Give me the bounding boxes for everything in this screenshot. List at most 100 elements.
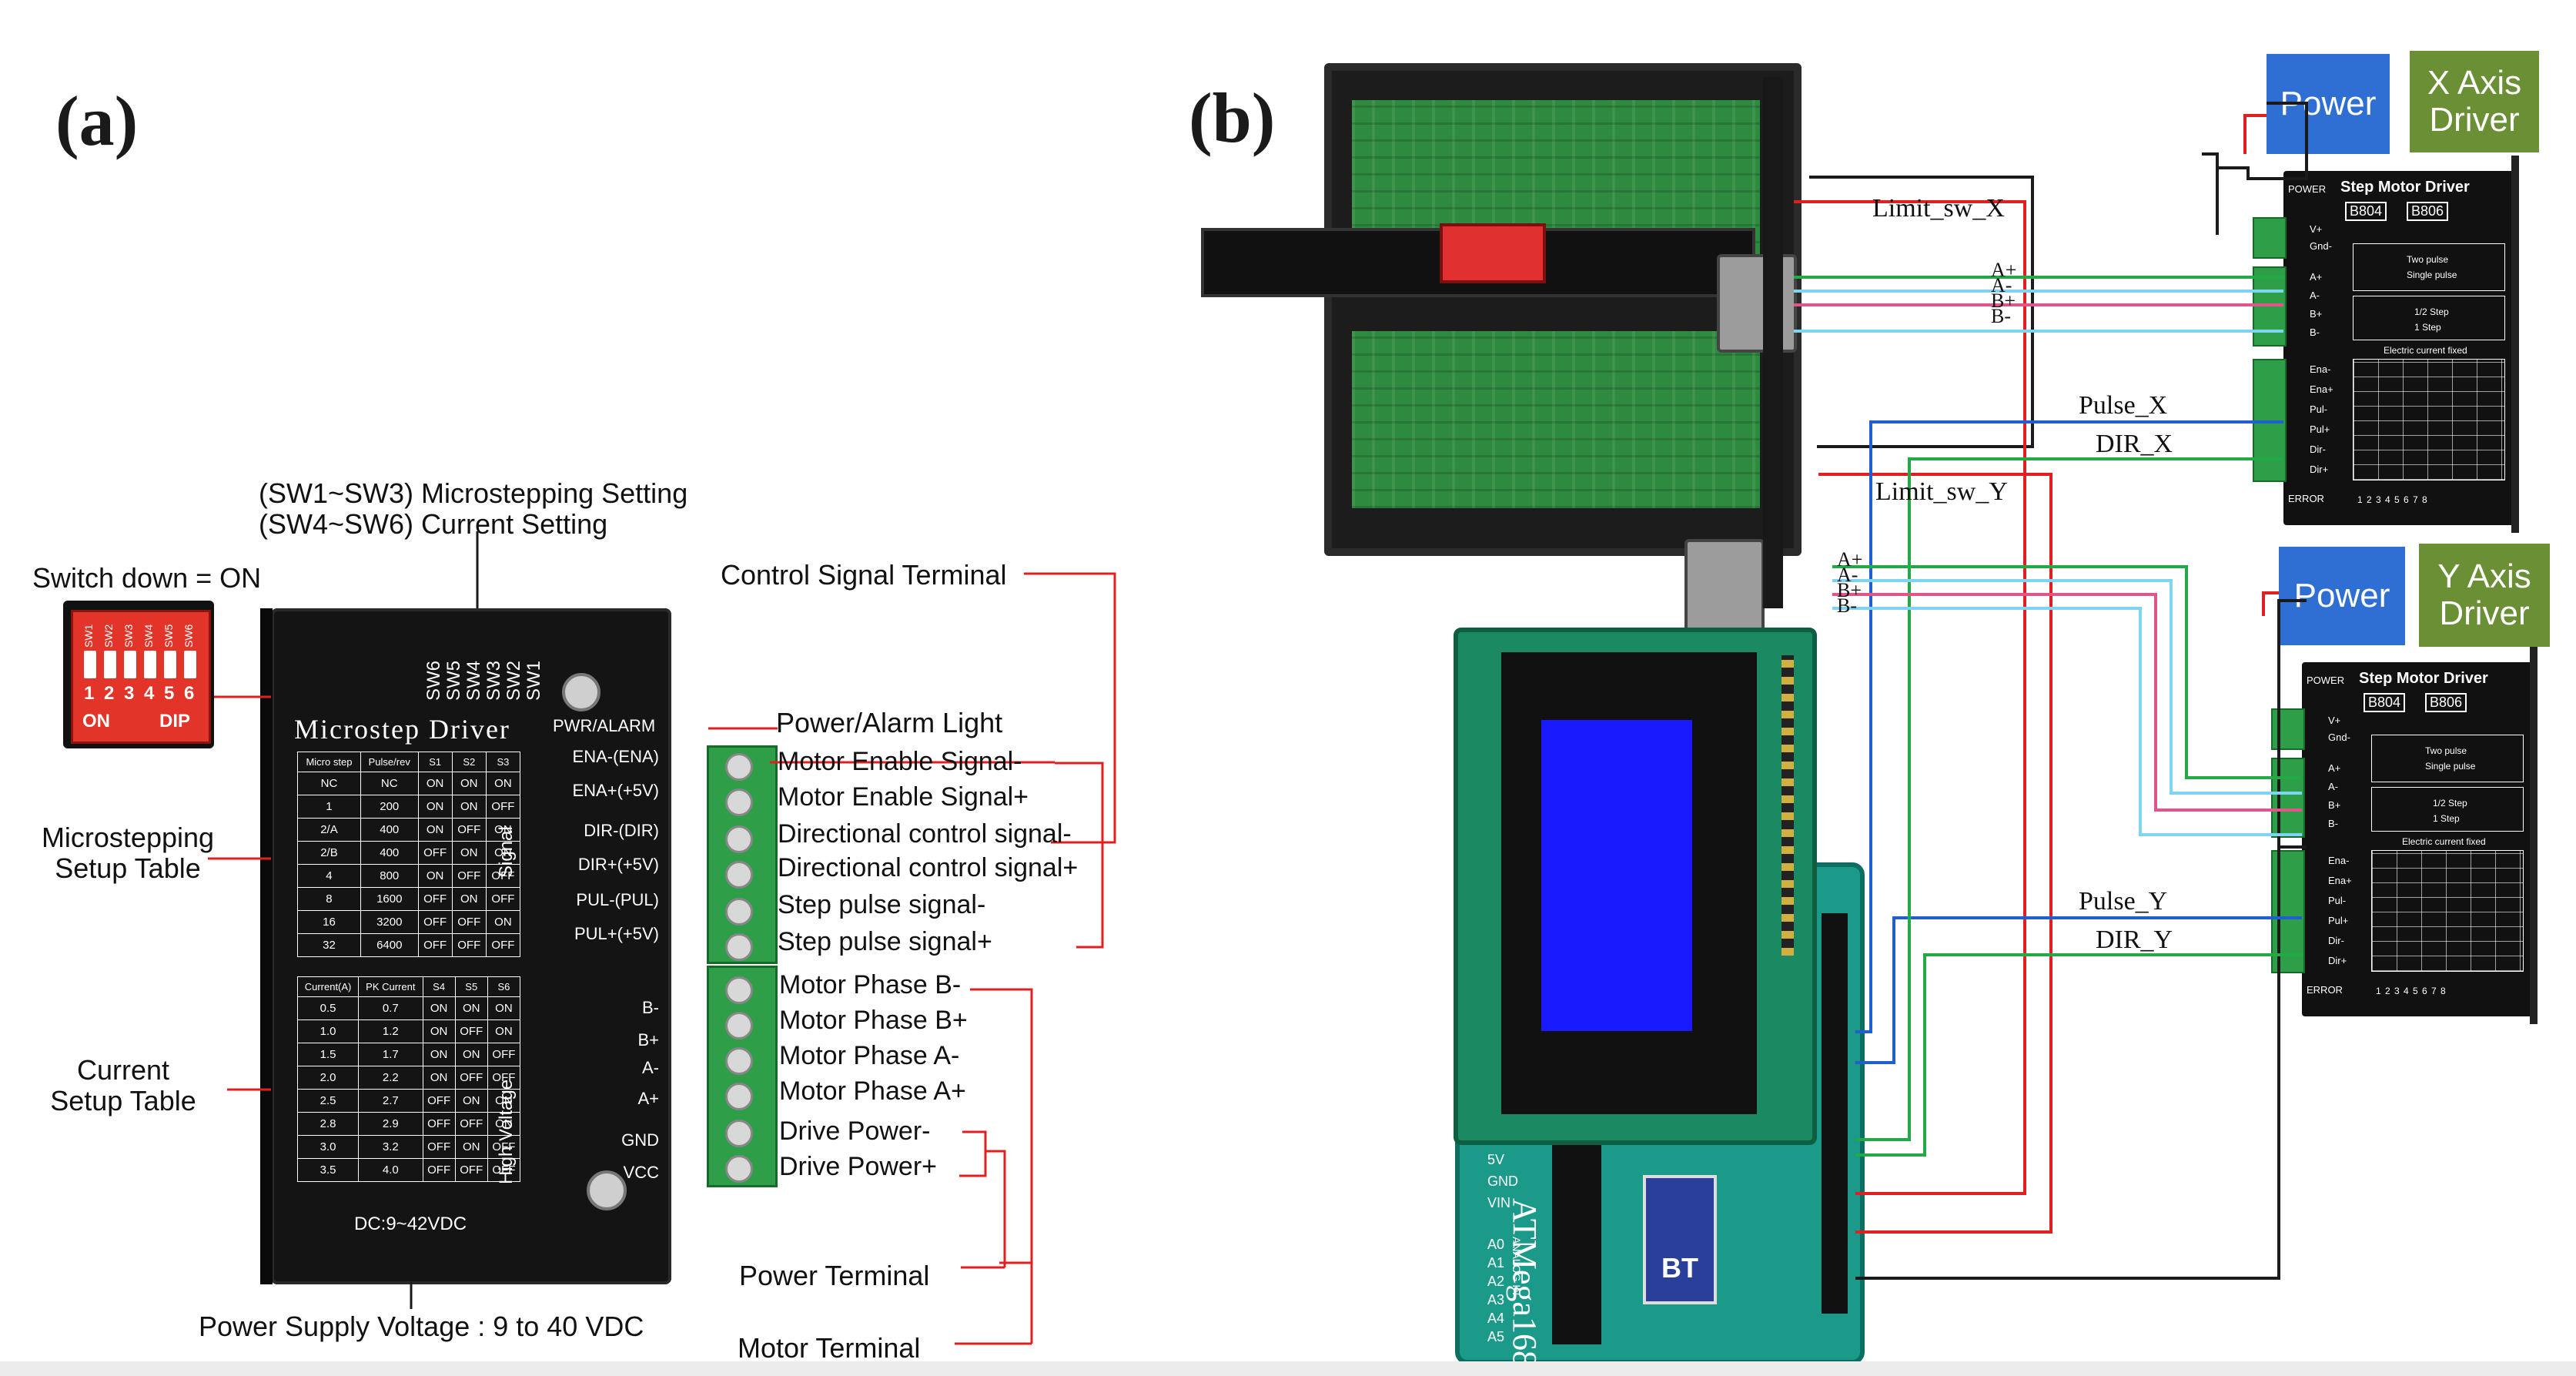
wire-motor-y-b-plus [1832,593,2302,812]
wire-black-3 [2202,152,2219,235]
current-table-label-l1: Current [76,1054,170,1086]
motor-wire-label: B- [1991,305,2011,327]
table-header-cell: S2 [451,752,487,772]
wire-label-pulse-y: Pulse_Y [2079,887,2168,916]
terminal-block-upper [707,745,778,964]
dip-number: 2 [104,683,115,704]
driver-pin-label: V+ [2328,715,2341,726]
driver-error-tag: ERROR [2288,493,2324,504]
sw-setting-line-1: (SW1~SW3) Microstepping Setting [259,477,688,509]
pcb-bottom [1352,331,1760,508]
driver-pin-label: Dir- [2310,444,2326,455]
driver-spec-row: 1/2 Step [2414,306,2449,317]
driver-pin-label: A+ [2328,762,2341,774]
table-cell: OFF [417,887,453,911]
y-driver-box: Y Axis Driver [2419,544,2550,647]
power-alarm-light: Power/Alarm Light [776,707,1003,738]
dip-on-text: ON [82,711,110,732]
control-signal-terminal: Control Signal Terminal [721,559,1007,591]
table-cell: 400 [360,818,419,842]
driver-terminal-block-power [2271,708,2305,750]
driver-terminal-block-motor [2271,758,2305,838]
callout-text: Motor Phase A+ [779,1076,966,1106]
power-box-y: Power [2279,547,2405,645]
terminal-blocks [707,745,778,1187]
driver-pin-label: Ena+ [2328,875,2352,886]
driver-current-heading: Electric current fixed [2402,836,2486,847]
terminal-screw [725,753,753,781]
dip-number: 4 [144,683,155,704]
driver-pin-label: A- [2328,781,2338,792]
driver-pin-label: Ena- [2328,855,2350,866]
driver-pin-label: Ena+ [2310,383,2333,395]
dip-lever [124,651,136,678]
terminal-screw [725,1083,753,1110]
driver-terminal-label: A- [642,1058,659,1077]
callout-text: Drive Power+ [779,1152,938,1181]
table-cell: NC [297,772,361,795]
driver-spec-row: 1 Step [2433,813,2460,824]
dip-number: 6 [184,683,195,704]
stepper-motor-x [1717,254,1797,353]
dip-lever [84,651,96,678]
driver-terminal-label: ENA-(ENA) [572,747,659,766]
driver-screw-bottom [587,1170,627,1210]
bluetooth-label: BT [1661,1252,1698,1284]
callout-text: Motor Phase B+ [779,1006,968,1035]
motor-wire-label: A- [1991,274,2012,296]
driver-pin-label: Dir+ [2310,464,2329,475]
dip-number: 1 [84,683,95,704]
callout-text: Motor Phase A- [779,1041,960,1070]
dip-number: 3 [124,683,135,704]
table-cell: 2/B [297,841,361,865]
motor-x-wire-labels: A+A-B+B- [1991,259,2037,343]
driver-terminal-label: B+ [637,1030,659,1050]
callout-text: Motor Enable Signal+ [778,782,1029,812]
wire-label-dir-y: DIR_Y [2096,926,2173,954]
panel-b-label: (b) [1189,79,1276,157]
arduino-pin-label: A0 [1487,1237,1505,1252]
table-cell: 3.2 [358,1135,423,1159]
table-header-cell: S5 [454,976,488,997]
dip-caption: Switch down = ON [32,562,262,594]
terminal-screw [725,1155,753,1183]
table-cell: OFF [454,1158,488,1182]
table-cell: 2/A [297,818,361,842]
y-axis-belt [1763,77,1783,608]
terminal-screw [725,898,753,926]
panel-a-leader-lines [208,531,1116,1345]
driver-spec-table [2353,243,2505,291]
driver-side-fin [260,608,273,1284]
wire-black-2 [1809,176,2034,448]
table-cell: OFF [487,1043,521,1066]
driver-pin-label: Ena- [2310,363,2331,375]
motor-wire-label: A+ [1991,259,2017,281]
supply-voltage-label: Power Supply Voltage : 9 to 40 VDC [199,1311,644,1342]
table-cell: ON [487,1089,521,1113]
table-cell: OFF [422,1135,456,1159]
table-header-cell: PK Current [358,976,423,997]
driver-terminal-label: PUL-(PUL) [576,890,659,909]
dip-dip-text: DIP [159,711,191,732]
driver-terminal-label: A+ [637,1089,659,1108]
driver-model: B806 [2425,693,2467,712]
table-cell: ON [454,996,488,1020]
callout-text: Motor Phase B- [779,970,962,999]
laser-head [1440,223,1546,283]
bluetooth-module [1643,1175,1717,1304]
driver-error-tag: ERROR [2307,984,2343,996]
table-cell: OFF [485,933,521,957]
table-cell: 6400 [360,933,419,957]
driver-current-heading: Electric current fixed [2384,345,2467,356]
terminal-screw [725,1047,753,1075]
